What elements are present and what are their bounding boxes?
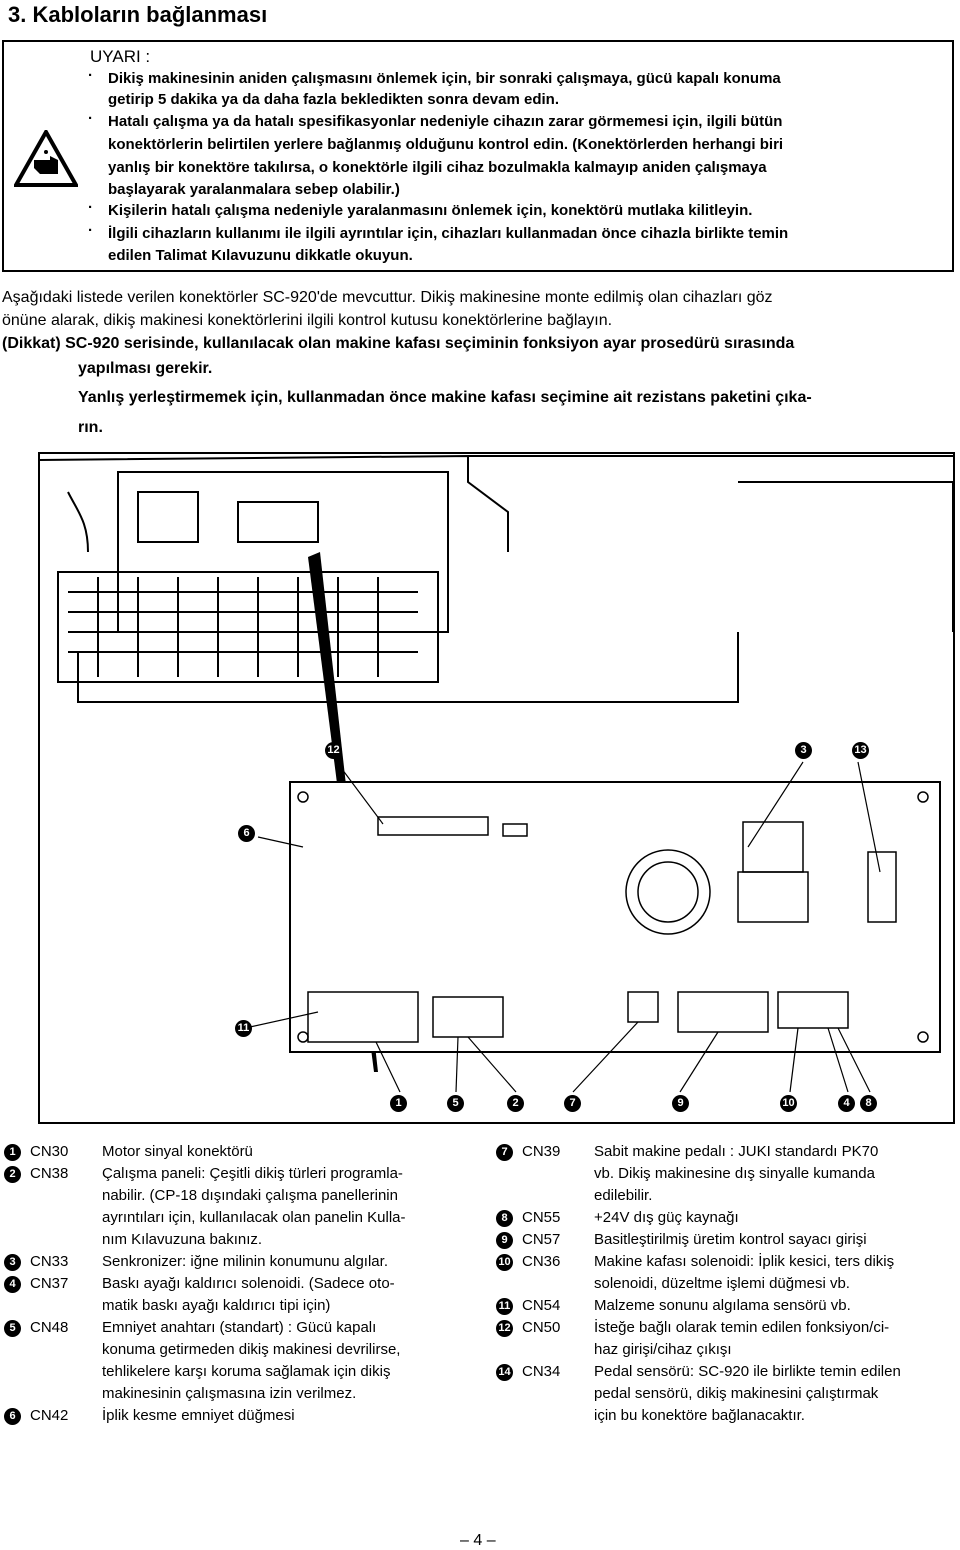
callout-4: 4 [838,1095,855,1112]
warning-line: İlgili cihazların kullanımı ile ilgili a… [108,225,789,242]
intro-line: Aşağıdaki listede verilen konektörler SC… [2,289,773,306]
connector-desc: Emniyet anahtarı (standart) : Gücü kapal… [102,1319,377,1336]
connector-desc: Makine kafası solenoidi: İplik kesici, t… [594,1253,895,1270]
connector-desc: Baskı ayağı kaldırıcı solenoidi. (Sadece… [102,1275,395,1292]
warning-line: Kişilerin hatalı çalışma nedeniyle yaral… [108,202,753,219]
list-number: 7 [496,1144,513,1161]
list-number: 9 [496,1232,513,1249]
connector-desc: ayrıntıları için, kullanılacak olan pane… [102,1209,406,1226]
note-line: rın. [78,419,103,436]
connector-code: CN38 [30,1165,69,1182]
list-number: 5 [4,1320,21,1337]
hand-caution-icon [14,130,78,187]
warning-box [2,40,954,272]
connector-desc: haz girişi/cihaz çıkışı [594,1341,732,1358]
connector-code: CN39 [522,1143,561,1160]
connector-desc: pedal sensörü, dikiş makinesini çalıştır… [594,1385,879,1402]
warning-line: edilen Talimat Kılavuzunu dikkatle okuyu… [108,247,413,264]
list-number: 1 [4,1144,21,1161]
callout-12: 12 [325,742,342,759]
connector-code: CN33 [30,1253,69,1270]
connector-code: CN37 [30,1275,69,1292]
list-number: 4 [4,1276,21,1293]
connector-code: CN55 [522,1209,561,1226]
connector-desc: tehlikelere karşı koruma sağlamak için d… [102,1363,391,1380]
connector-board-figure [38,452,955,1124]
callout-3: 3 [795,742,812,759]
connector-code: CN57 [522,1231,561,1248]
list-number: 14 [496,1364,513,1381]
list-number: 12 [496,1320,513,1337]
connector-code: CN36 [522,1253,561,1270]
connector-desc: edilebilir. [594,1187,653,1204]
connector-code: CN50 [522,1319,561,1336]
note-line: yapılması gerekir. [78,360,213,377]
callout-10: 10 [780,1095,797,1112]
callout-6: 6 [238,825,255,842]
list-number: 11 [496,1298,513,1315]
list-number: 10 [496,1254,513,1271]
list-number: 6 [4,1408,21,1425]
list-number: 8 [496,1210,513,1227]
connector-desc: +24V dış güç kaynağı [594,1209,739,1226]
callout-9: 9 [672,1095,689,1112]
callout-5: 5 [447,1095,464,1112]
connector-desc: matik baskı ayağı kaldırıcı tipi için) [102,1297,331,1314]
connector-desc: makinesinin çalışmasına izin verilmez. [102,1385,357,1402]
callout-8: 8 [860,1095,877,1112]
note-line: (Dikkat) SC-920 serisinde, kullanılacak … [2,335,795,352]
connector-desc: Sabit makine pedalı : JUKI standardı PK7… [594,1143,879,1160]
warning-line: konektörlerin belirtilen yerlere bağlanm… [108,136,784,153]
warning-label: UYARI : [90,47,151,66]
callout-7: 7 [564,1095,581,1112]
connector-desc: Çalışma paneli: Çeşitli dikiş türleri pr… [102,1165,403,1182]
bullet-dot: · [88,67,93,84]
section-title: 3. Kabloların bağlanması [8,2,268,27]
intro-line: önüne alarak, dikiş makinesi konektörler… [2,312,613,329]
callout-13: 13 [852,742,869,759]
connector-desc: konuma getirmeden dikiş makinesi devrili… [102,1341,401,1358]
connector-desc: Pedal sensörü: SC-920 ile birlikte temin… [594,1363,901,1380]
callout-11: 11 [235,1020,252,1037]
connector-code: CN34 [522,1363,561,1380]
connector-code: CN48 [30,1319,69,1336]
connector-code: CN30 [30,1143,69,1160]
connector-desc: nabilir. (CP-18 dışındaki çalışma panell… [102,1187,398,1204]
connector-desc: Senkronizer: iğne milinin konumunu algıl… [102,1253,388,1270]
connector-desc: İsteğe bağlı olarak temin edilen fonksiy… [594,1319,890,1336]
callout-1: 1 [390,1095,407,1112]
connector-desc: İplik kesme emniyet düğmesi [102,1407,295,1424]
bullet-dot: · [88,222,93,239]
note-line: Yanlış yerleştirmemek için, kullanmadan … [78,389,812,406]
connector-desc: vb. Dikiş makinesine dış sinyalle kumand… [594,1165,875,1182]
connector-desc: Basitleştirilmiş üretim kontrol sayacı g… [594,1231,867,1248]
warning-line: Hatalı çalışma ya da hatalı spesifikasyo… [108,113,783,130]
connector-code: CN54 [522,1297,561,1314]
warning-line: Dikiş makinesinin aniden çalışmasını önl… [108,70,781,87]
warning-line: getirip 5 dakika ya da daha fazla bekled… [108,91,560,108]
connector-desc: için bu konektöre bağlanacaktır. [594,1407,805,1424]
connector-code: CN42 [30,1407,69,1424]
callout-2: 2 [507,1095,524,1112]
list-number: 2 [4,1166,21,1183]
connector-desc: Motor sinyal konektörü [102,1143,253,1160]
list-number: 3 [4,1254,21,1271]
warning-line: başlayarak yaralanmalara sebep olabilir.… [108,181,400,198]
connector-desc: solenoidi, düzeltme işlemi düğmesi vb. [594,1275,850,1292]
connector-desc: Malzeme sonunu algılama sensörü vb. [594,1297,851,1314]
warning-line: yanlış bir konektöre takılırsa, o konekt… [108,159,767,176]
page-number: – 4 – [460,1532,496,1549]
connector-desc: nım Kılavuzuna bakınız. [102,1231,263,1248]
bullet-dot: · [88,110,93,127]
bullet-dot: · [88,199,93,216]
